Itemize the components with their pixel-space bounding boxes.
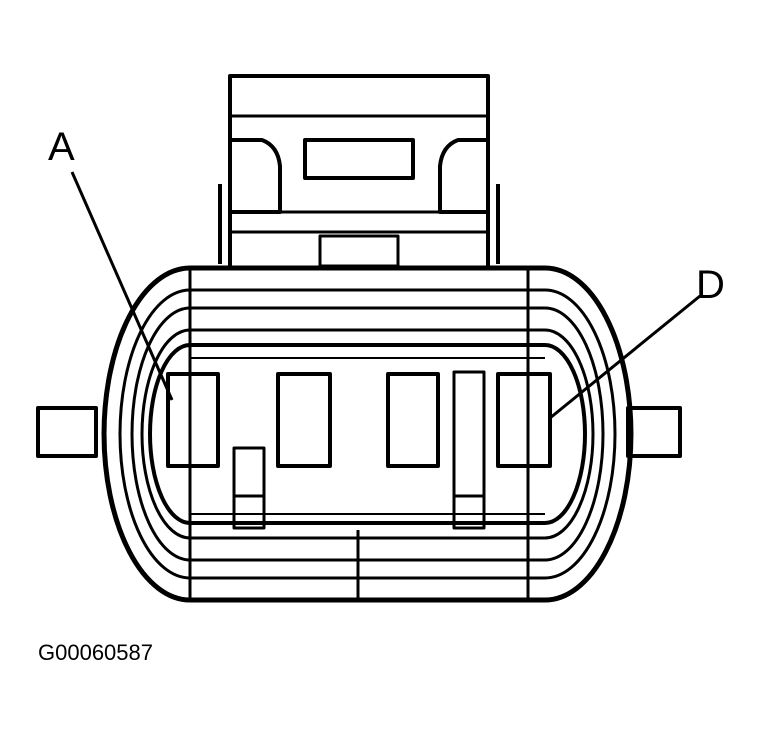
inner-ring-4 bbox=[148, 343, 587, 525]
terminal-a bbox=[166, 372, 220, 468]
outer-shell bbox=[101, 265, 634, 603]
callout-label-a: A bbox=[48, 125, 75, 169]
right-ear bbox=[626, 406, 682, 458]
key-left bbox=[232, 446, 266, 530]
terminal-c bbox=[386, 372, 440, 468]
terminal-b bbox=[276, 372, 332, 468]
latch-housing bbox=[218, 74, 500, 270]
inner-ring-3 bbox=[140, 328, 595, 540]
callout-label-d: D bbox=[696, 263, 725, 307]
left-ear bbox=[36, 406, 98, 458]
inner-ring-2 bbox=[130, 306, 605, 562]
leader-line-d bbox=[549, 294, 701, 420]
leader-line-a bbox=[70, 171, 174, 401]
terminal-d bbox=[496, 372, 552, 468]
figure-code: G00060587 bbox=[38, 640, 153, 665]
inner-ring-1 bbox=[118, 288, 617, 580]
key-right bbox=[452, 370, 486, 530]
